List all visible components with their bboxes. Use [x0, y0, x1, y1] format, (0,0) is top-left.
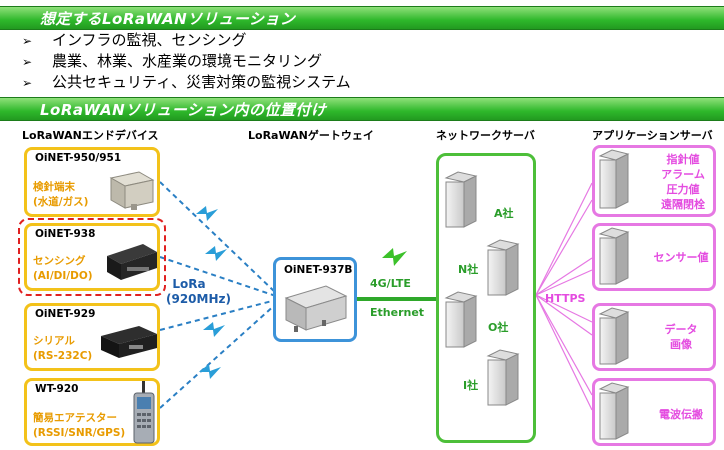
app-server-card[interactable]: データ画像: [592, 303, 716, 371]
lightning-icon: [203, 322, 225, 337]
column-header-gateway: LoRaWANゲートウェイ: [248, 129, 374, 142]
lightning-icon: [196, 206, 218, 221]
device-card[interactable]: OiNET-950/951 検針端末(水道/ガス): [24, 147, 160, 217]
device-name: WT-920: [35, 383, 79, 395]
lora-label: LoRa(920MHz): [166, 277, 231, 306]
arrow-bullet-icon: ➢: [22, 34, 33, 48]
section-title: 想定するLoRaWANソリューション: [40, 10, 296, 28]
https-lines: [535, 182, 593, 411]
device-card[interactable]: WT-920 簡易エアテスター(RSSI/SNR/GPS): [24, 378, 160, 446]
company-label: A社: [494, 207, 514, 220]
gateway-device-icon: [284, 285, 348, 332]
https-label: HTTPS: [545, 292, 586, 305]
column-header-apps: アプリケーションサーバ: [592, 129, 713, 142]
lte-lightning-icon: [382, 248, 407, 266]
lora-link-line: [159, 299, 277, 331]
gateway-name: OiNET-937B: [284, 264, 353, 276]
app-label: センサー値: [653, 251, 709, 264]
gateway-card[interactable]: OiNET-937B: [273, 257, 357, 342]
lightning-icon: [205, 246, 227, 261]
device-name: OiNET-950/951: [35, 152, 122, 164]
list-item: ➢ インフラの監視、センシング: [22, 30, 351, 51]
bullet-text: 公共セキュリティ、災害対策の監視システム: [52, 73, 351, 91]
company-label: I社: [463, 379, 479, 392]
app-label: 電波伝搬: [659, 408, 703, 421]
device-card[interactable]: OiNET-929 シリアル(RS-232C): [24, 303, 160, 371]
device-desc: シリアル(RS-232C): [33, 335, 93, 362]
list-item: ➢ 農業、林業、水産業の環境モニタリング: [22, 51, 351, 72]
column-header-devices: LoRaWANエンドデバイス: [22, 129, 159, 142]
app-label: 指針値アラーム圧力値遠隔閉栓: [661, 153, 705, 211]
device-desc: センシング(AI/DI/DO): [33, 255, 93, 282]
lora-link-line: [159, 256, 277, 297]
device-card[interactable]: OiNET-938 センシング(AI/DI/DO): [24, 223, 160, 291]
device-name: OiNET-929: [35, 308, 96, 320]
arrow-bullet-icon: ➢: [22, 76, 33, 90]
app-label: データ画像: [664, 323, 698, 351]
bullet-text: 農業、林業、水産業の環境モニタリング: [52, 52, 323, 70]
section-header-2: LoRaWANソリューション内の位置付け: [0, 97, 724, 121]
section-title: LoRaWANソリューション内の位置付け: [40, 101, 327, 119]
lora-link-line: [159, 303, 277, 409]
backhaul-label-lte: 4G/LTE: [370, 277, 411, 290]
app-server-card[interactable]: センサー値: [592, 223, 716, 291]
network-server-group: [436, 153, 536, 443]
bullet-text: インフラの監視、センシング: [52, 31, 247, 49]
device-name: OiNET-938: [35, 228, 96, 240]
arrow-bullet-icon: ➢: [22, 55, 33, 69]
highlight-frame: [18, 218, 166, 296]
bullet-list: ➢ インフラの監視、センシング ➢ 農業、林業、水産業の環境モニタリング ➢ 公共セキ…: [22, 30, 351, 93]
device-desc: 検針端末(水道/ガス): [33, 181, 89, 208]
company-label: N社: [458, 263, 479, 276]
app-server-card[interactable]: 指針値アラーム圧力値遠隔閉栓: [592, 145, 716, 217]
lightning-icon: [199, 364, 221, 379]
handheld-tester-icon: [133, 381, 155, 444]
company-label: O社: [488, 321, 509, 334]
app-server-card[interactable]: 電波伝搬: [592, 378, 716, 446]
device-desc: 簡易エアテスター(RSSI/SNR/GPS): [33, 412, 126, 439]
backhaul-label-ethernet: Ethernet: [370, 306, 425, 319]
sensor-device-icon: [107, 244, 157, 280]
meter-device-icon: [109, 171, 155, 210]
column-header-network: ネットワークサーバ: [436, 129, 535, 142]
wireless-bolt-icons: [196, 206, 227, 379]
serial-device-icon: [101, 326, 157, 358]
section-header-1: 想定するLoRaWANソリューション: [0, 6, 724, 30]
list-item: ➢ 公共セキュリティ、災害対策の監視システム: [22, 72, 351, 93]
